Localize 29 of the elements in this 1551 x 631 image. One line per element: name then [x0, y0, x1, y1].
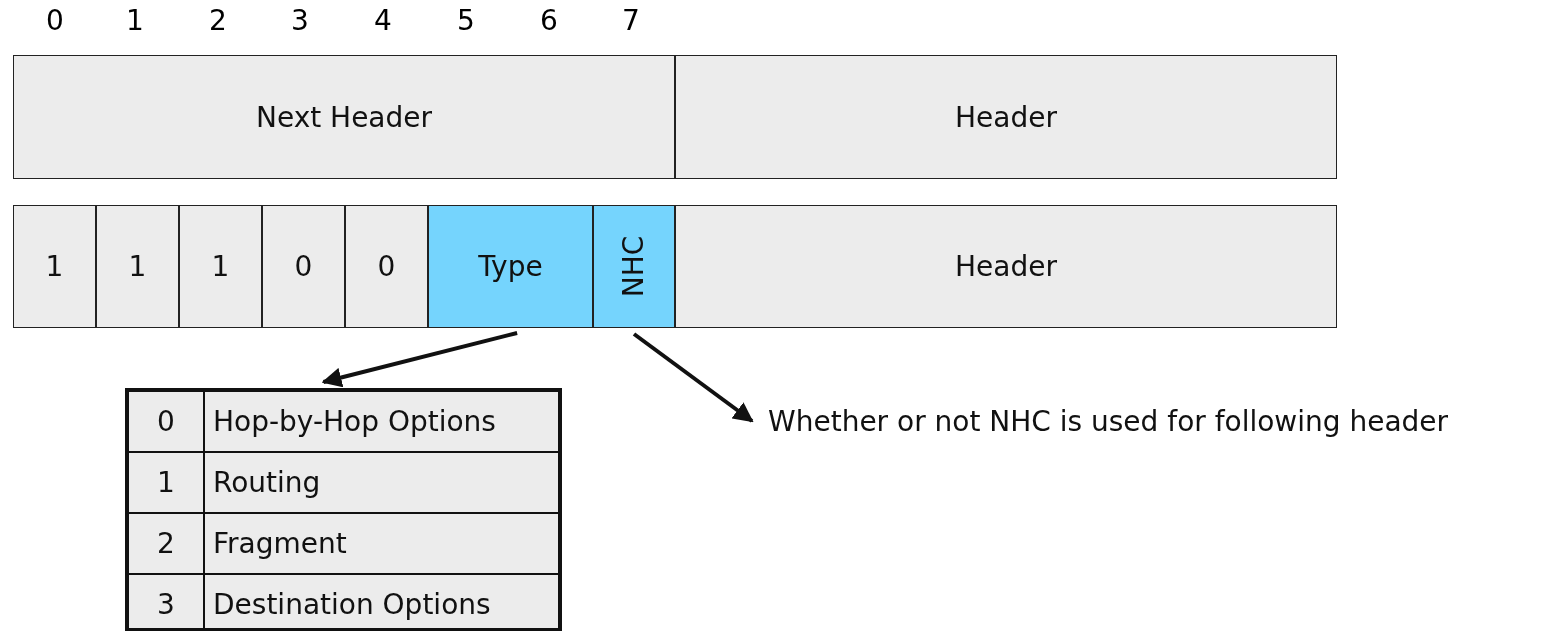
table-cell-name: Routing: [204, 452, 559, 513]
bit-number: 5: [456, 4, 476, 37]
bit-number: 1: [125, 4, 145, 37]
bit-number: 7: [621, 4, 641, 37]
field-box: Header: [675, 55, 1337, 179]
bit-cell: 0: [345, 205, 428, 328]
bit-number: 3: [290, 4, 310, 37]
arrow: [321, 331, 518, 388]
table-cell-number: 1: [128, 452, 204, 513]
field-box: Next Header: [13, 55, 675, 179]
field-box: NHC: [593, 205, 675, 328]
arrow: [632, 332, 754, 423]
field-box: Type: [428, 205, 593, 328]
table-cell-name: Hop-by-Hop Options: [204, 391, 559, 452]
table-cell-number: 0: [128, 391, 204, 452]
bit-number: 2: [208, 4, 228, 37]
bit-cell: 1: [96, 205, 179, 328]
annotation-text: Whether or not NHC is used for following header: [768, 400, 1543, 442]
table-cell-number: 3: [128, 574, 204, 631]
bit-cell: 1: [179, 205, 262, 328]
bit-number: 0: [45, 4, 65, 37]
bit-cell: 0: [262, 205, 345, 328]
bit-number: 6: [539, 4, 559, 37]
bit-number: 4: [373, 4, 393, 37]
table-cell-number: 2: [128, 513, 204, 574]
table-cell-name: Fragment: [204, 513, 559, 574]
table-cell-name: Destination Options: [204, 574, 559, 631]
field-box: Header: [675, 205, 1337, 328]
bit-cell: 1: [13, 205, 96, 328]
